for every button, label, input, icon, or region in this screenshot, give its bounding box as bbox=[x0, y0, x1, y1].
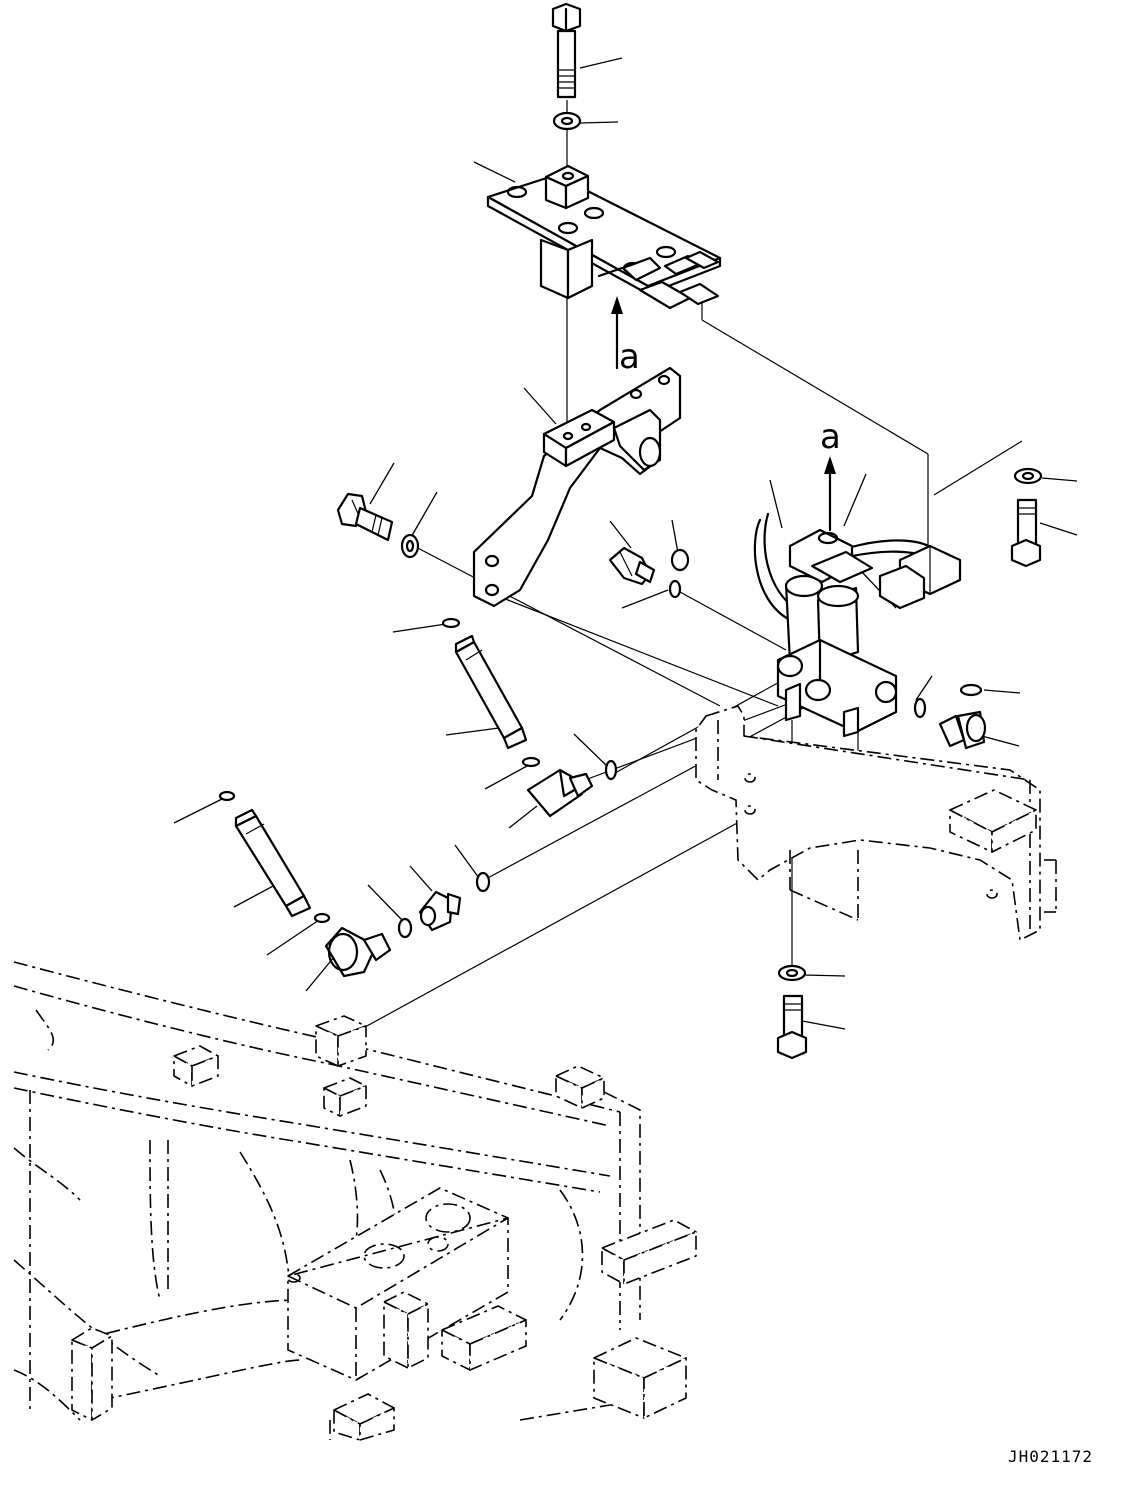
o-ring bbox=[397, 917, 413, 939]
bottom-bolt bbox=[776, 994, 808, 1060]
leader-lines bbox=[173, 57, 1078, 1030]
top-washer bbox=[552, 111, 582, 131]
elbow-fitting-lower bbox=[324, 926, 392, 978]
plug-seal bbox=[959, 683, 983, 697]
elbow-fitting-right bbox=[938, 710, 987, 750]
o-ring bbox=[521, 756, 541, 768]
o-ring bbox=[441, 617, 461, 629]
drawing-code: JH021172 bbox=[1008, 1447, 1093, 1466]
o-ring bbox=[913, 697, 927, 719]
frame-block bbox=[333, 1393, 395, 1441]
union-fitting bbox=[418, 890, 462, 932]
o-ring bbox=[313, 912, 331, 924]
top-bolt bbox=[551, 2, 582, 99]
o-ring bbox=[475, 871, 491, 893]
o-ring bbox=[218, 790, 236, 802]
left-bolt bbox=[336, 492, 394, 542]
frame-bracket bbox=[695, 705, 1057, 941]
spacer-tube-upper bbox=[454, 634, 528, 750]
frame-block bbox=[441, 1305, 527, 1371]
top-bracket-plate bbox=[486, 164, 722, 310]
washer-hole bbox=[1021, 471, 1035, 481]
o-ring bbox=[604, 759, 618, 781]
mounting-bracket bbox=[472, 366, 682, 608]
reference-letter-a: a bbox=[820, 417, 841, 457]
washer-hole bbox=[785, 968, 799, 978]
plug-seal bbox=[670, 548, 690, 572]
frame-block bbox=[71, 1327, 113, 1421]
frame-block bbox=[315, 1015, 367, 1067]
elbow-fitting bbox=[526, 768, 594, 818]
solenoid-valve-assembly bbox=[753, 512, 962, 776]
direction-arrow-a-top: a bbox=[611, 296, 640, 377]
spacer-tube-lower bbox=[234, 808, 312, 918]
frame-block bbox=[383, 1291, 429, 1369]
frame-block bbox=[173, 1045, 219, 1087]
frame-block bbox=[601, 1219, 697, 1285]
o-ring bbox=[668, 579, 682, 599]
right-bolt bbox=[1010, 498, 1042, 568]
frame-block bbox=[593, 1337, 687, 1419]
main-frame bbox=[13, 961, 697, 1441]
frame-block bbox=[323, 1077, 367, 1117]
direction-arrow-a-right: a bbox=[820, 417, 841, 532]
pressure-switch bbox=[608, 546, 656, 586]
left-washer bbox=[400, 533, 420, 559]
frame-block bbox=[555, 1065, 605, 1109]
reference-letter-a: a bbox=[619, 337, 640, 377]
